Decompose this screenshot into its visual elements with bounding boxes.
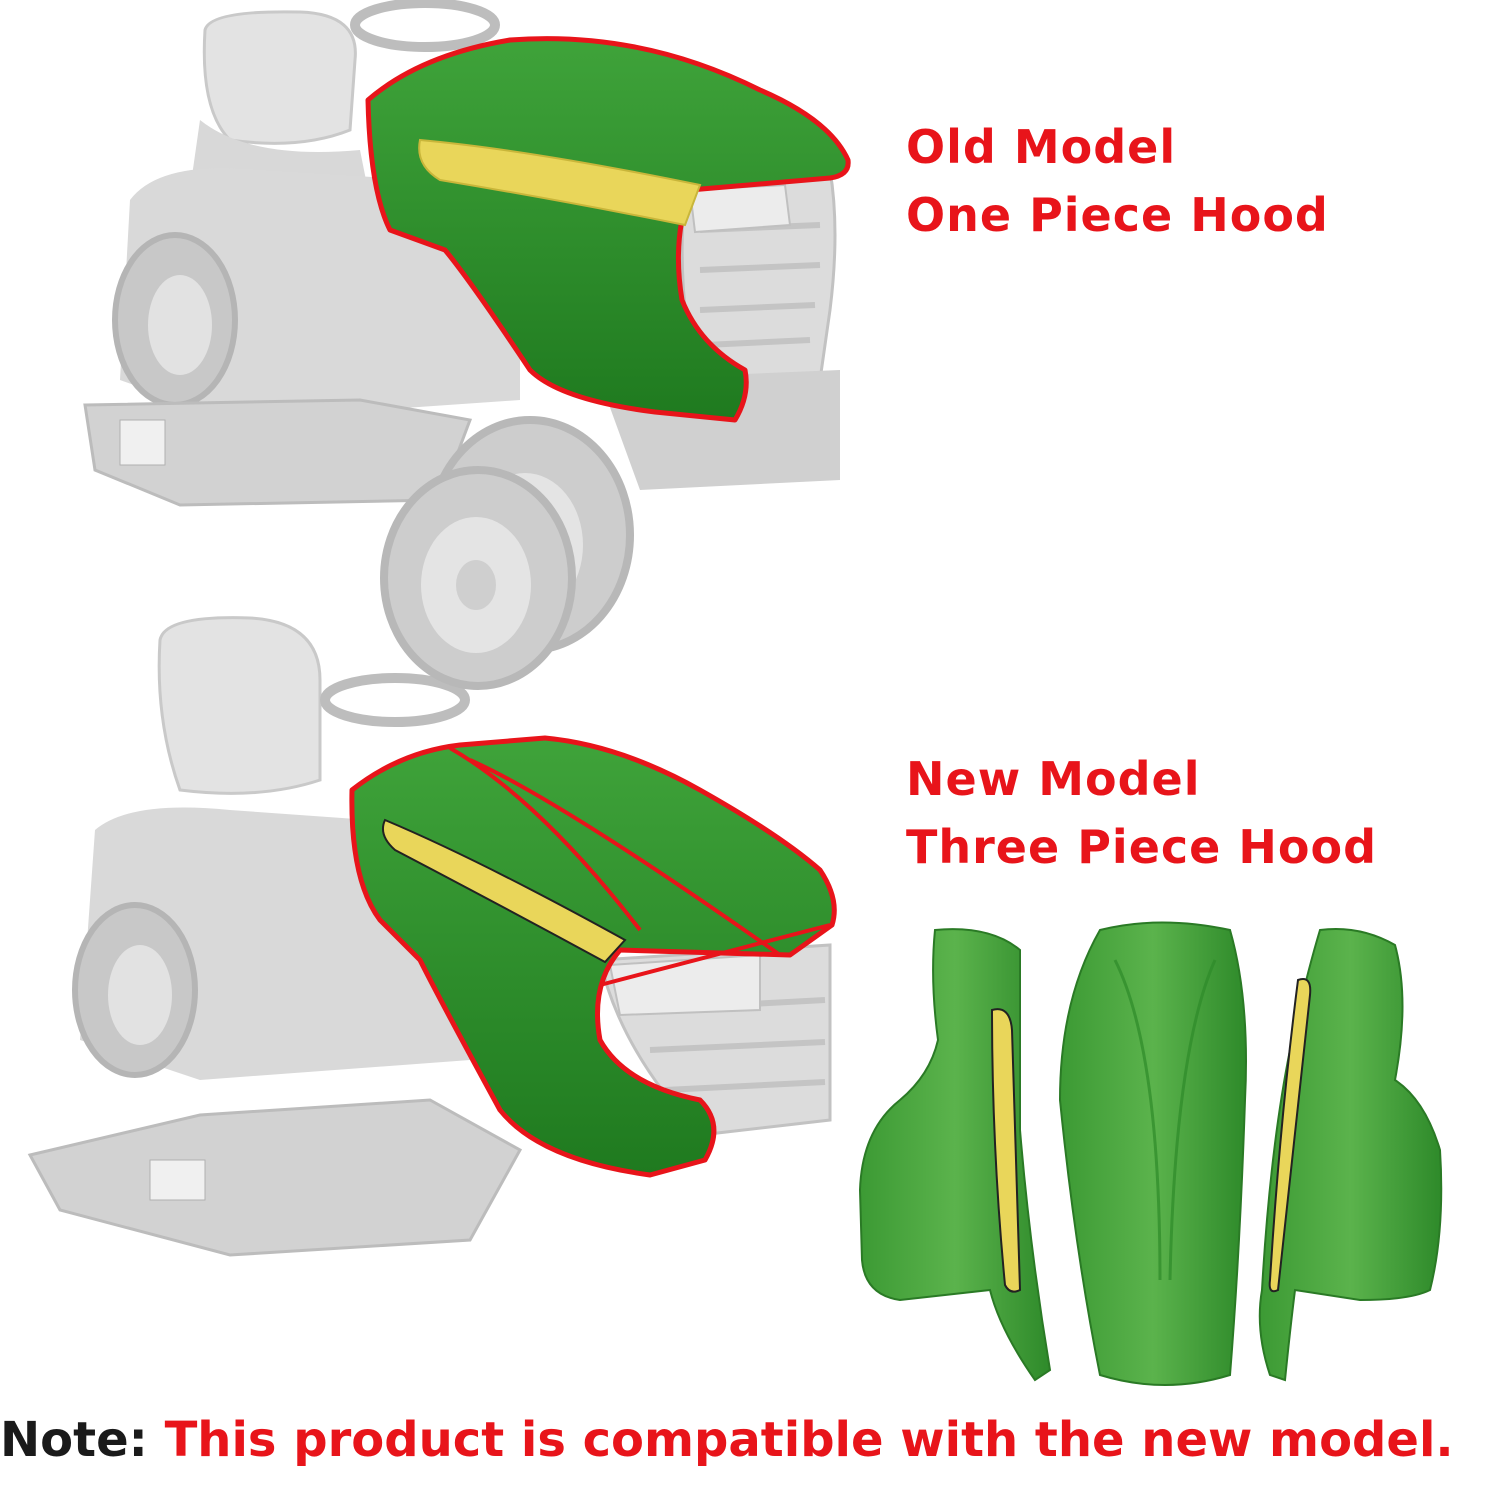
hood-piece-right-stripe xyxy=(1268,978,1312,1293)
new-tractor-mower-deck xyxy=(27,1098,523,1257)
old-model-hood-stripe xyxy=(418,138,702,227)
new-model-hood-stripe xyxy=(382,818,627,964)
new-model-hood-front-seam xyxy=(599,923,831,987)
new-model-hood-center-seam-right xyxy=(469,758,782,957)
new-tractor-seat xyxy=(157,616,322,795)
old-model-hood xyxy=(365,36,851,423)
old-model-label-line1: Old Model xyxy=(906,120,1177,174)
hood-piece-left-stripe xyxy=(990,1008,1022,1293)
old-tractor-headlight xyxy=(688,183,792,234)
compatibility-note: Note: This product is compatible with th… xyxy=(0,1400,1495,1480)
hood-pieces xyxy=(858,921,1443,1386)
new-model-tractor xyxy=(27,466,837,1257)
new-model-label-line2: Three Piece Hood xyxy=(906,820,1378,874)
note-prefix: Note: xyxy=(0,1412,148,1468)
old-model-label-line2: One Piece Hood xyxy=(906,188,1329,242)
front-wheel-hub xyxy=(456,560,496,610)
old-tractor-seat xyxy=(202,10,357,145)
note-message: This product is compatible with the new … xyxy=(164,1412,1454,1468)
new-model-label: New Model Three Piece Hood xyxy=(906,745,1377,881)
hood-piece-left-side xyxy=(858,928,1052,1382)
old-tractor-steering-wheel xyxy=(350,0,500,52)
hood-piece-center-top xyxy=(1058,921,1247,1386)
hood-piece-right-side xyxy=(1258,928,1443,1382)
old-model-label: Old Model One Piece Hood xyxy=(906,113,1329,249)
new-tractor-steering-wheel xyxy=(320,673,470,727)
new-model-label-line1: New Model xyxy=(906,752,1201,806)
